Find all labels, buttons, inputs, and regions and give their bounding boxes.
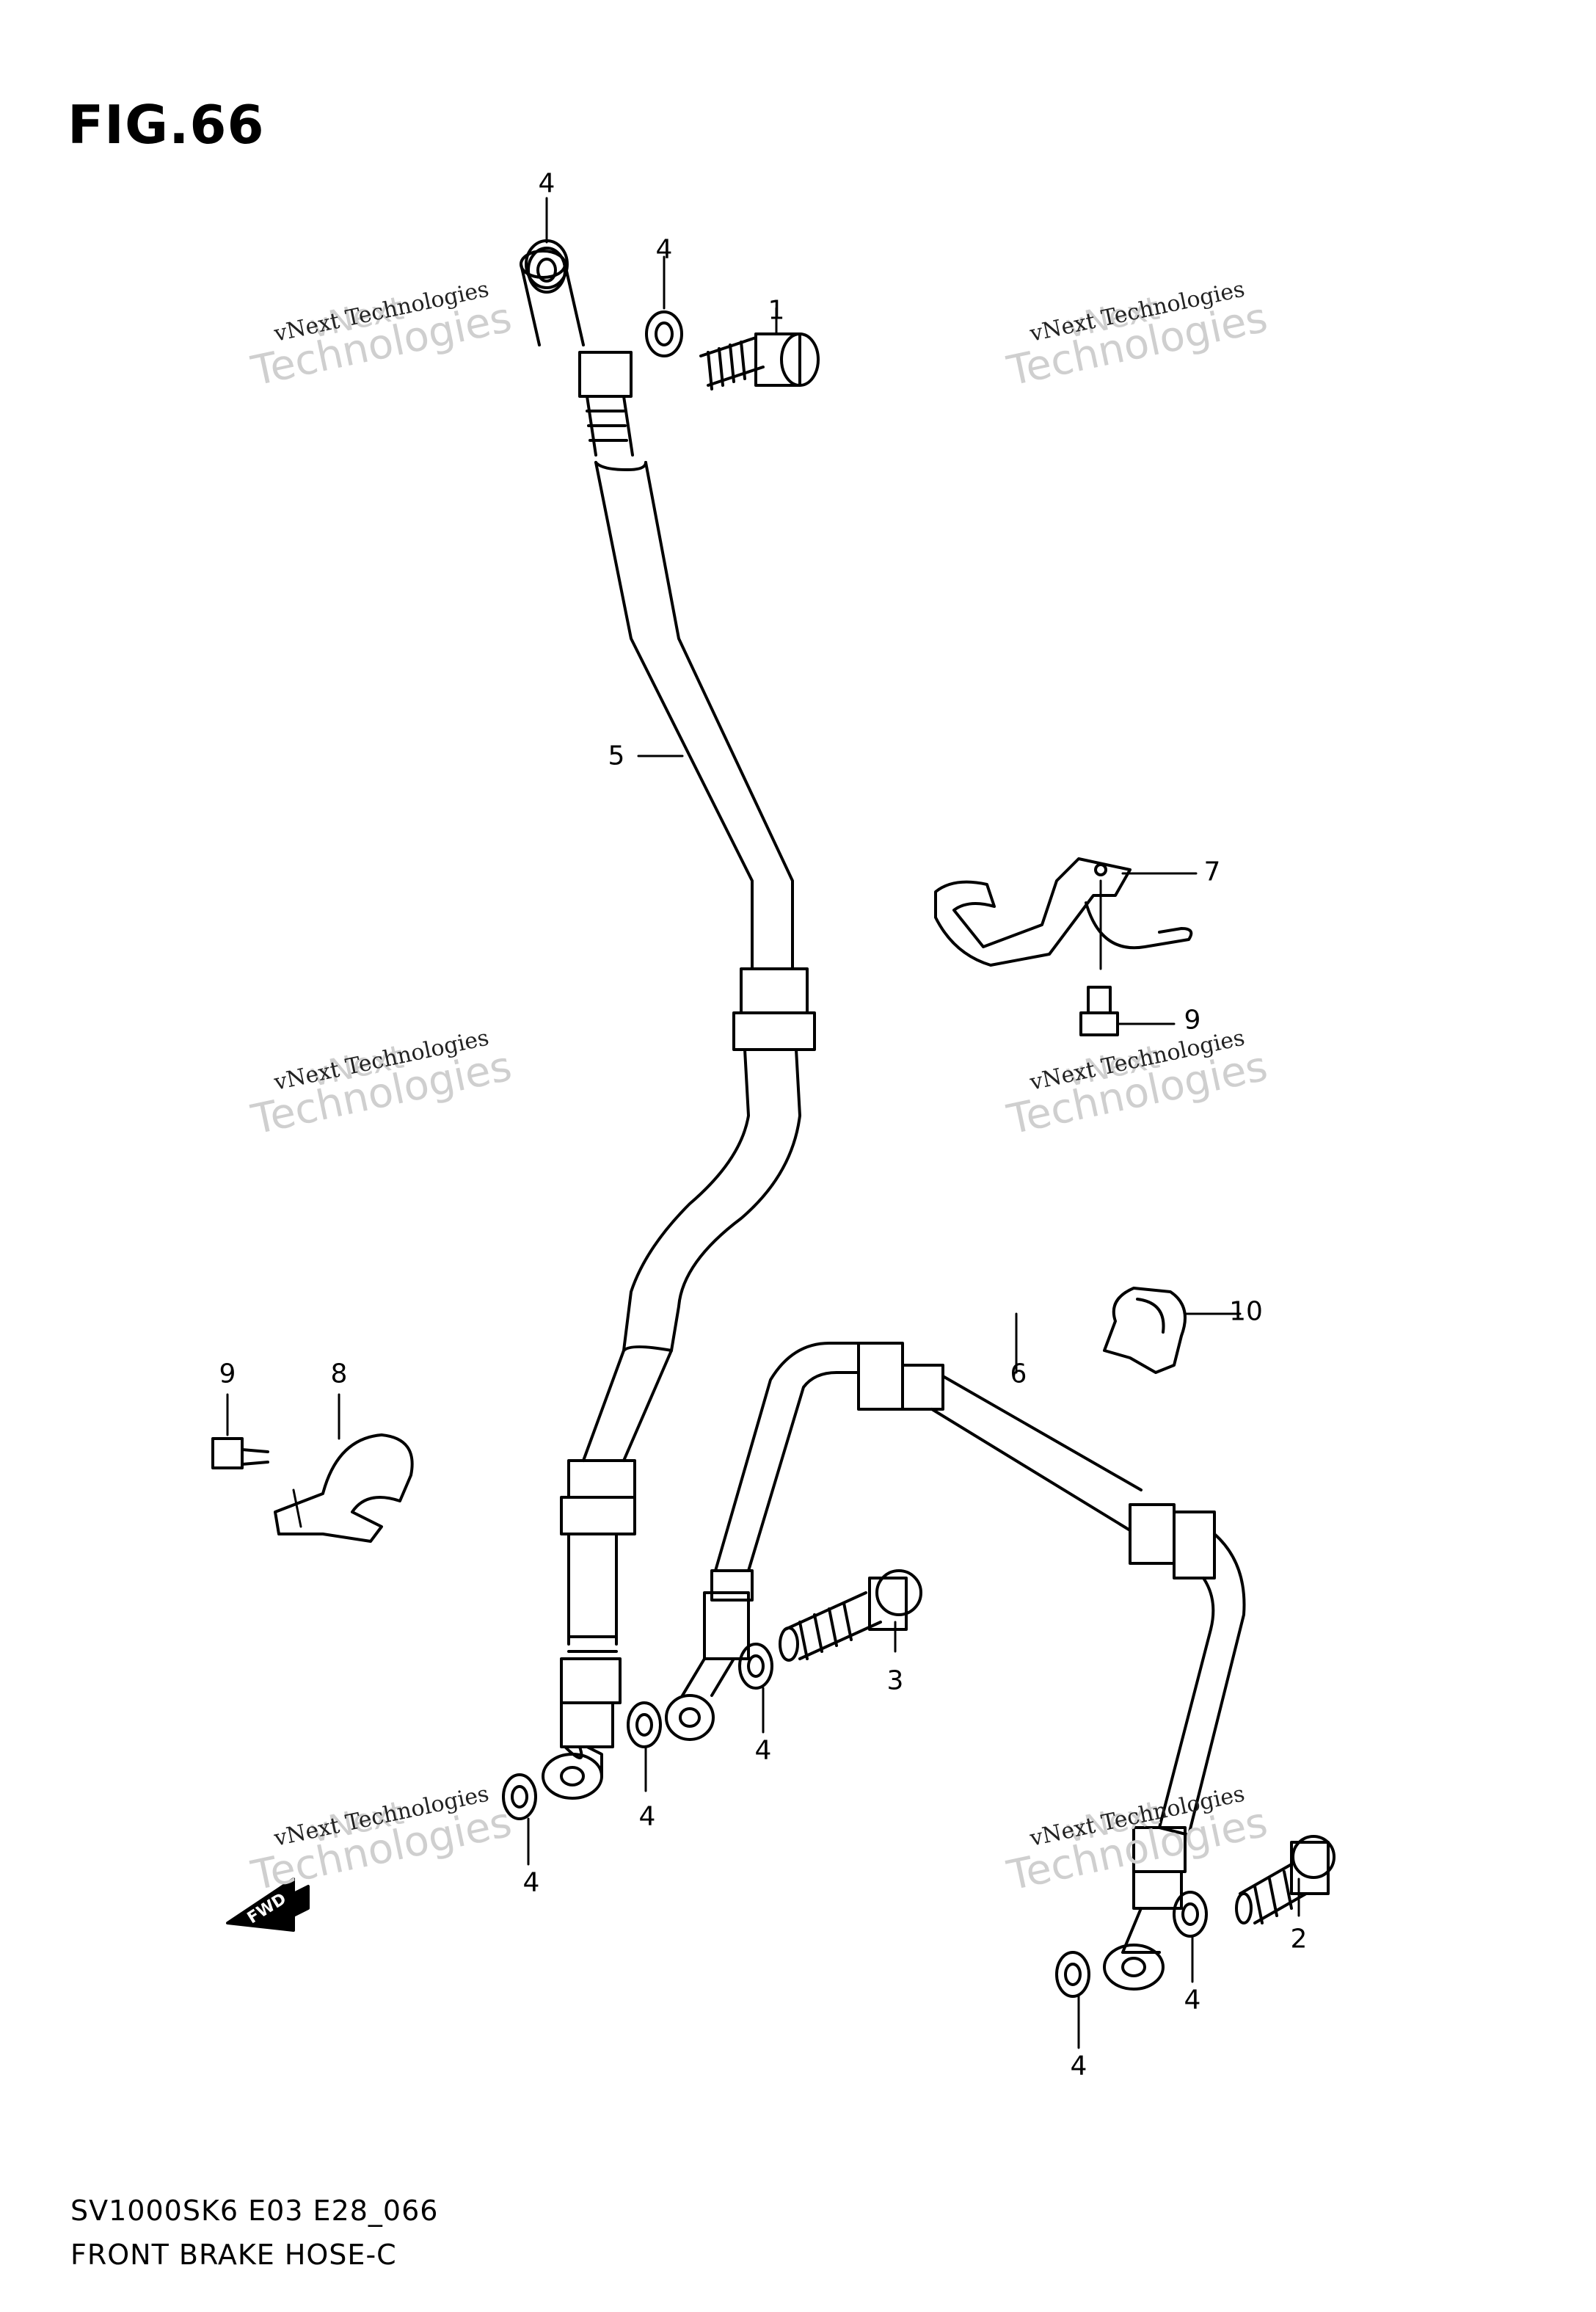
washer-7 (1055, 1951, 1090, 1998)
callout-4-top-left: 4 (538, 168, 555, 199)
bolt-9-left (211, 1393, 269, 1469)
washer-5 (738, 1643, 773, 1690)
clamp-7 (934, 857, 1198, 970)
callout-9-right: 9 (1184, 1005, 1201, 1036)
callout-3: 3 (886, 1665, 904, 1696)
callout-2: 2 (1290, 1924, 1308, 1955)
figure-title: FIG.66 (68, 94, 265, 156)
diagram-caption: FRONT BRAKE HOSE-C (70, 2239, 397, 2271)
callout-4-top: 4 (655, 234, 673, 265)
callout-10: 10 (1229, 1296, 1263, 1327)
callout-4-lower-right: 4 (1184, 1985, 1201, 2015)
washer-3 (502, 1773, 537, 1820)
clamp-8 (274, 1393, 414, 1543)
clip-10 (1103, 1287, 1242, 1374)
washer-4 (627, 1701, 662, 1748)
callout-8: 8 (330, 1359, 348, 1389)
washer-2 (645, 310, 683, 357)
banjo-bolt-2 (1235, 1835, 1336, 1924)
callout-9-left: 9 (219, 1359, 236, 1389)
washer-1 (527, 247, 566, 294)
callout-4-left: 4 (522, 1867, 540, 1898)
callout-5: 5 (608, 741, 625, 771)
banjo-bolt-1 (699, 332, 820, 390)
callout-4-mid: 4 (638, 1801, 656, 1832)
banjo-bolt-3 (779, 1569, 922, 1662)
fwd-arrow-icon (226, 1877, 310, 1932)
callout-7: 7 (1203, 857, 1221, 887)
callout-4-mid-right: 4 (754, 1735, 772, 1766)
diagram-code: SV1000SK6 E03 E28_066 (70, 2195, 439, 2227)
washer-6 (1173, 1891, 1208, 1938)
callout-4-bottom: 4 (1070, 2051, 1087, 2082)
bolt-9-upper (1079, 986, 1176, 1036)
brake-hose-6 (665, 1342, 1246, 1991)
leader-lines (527, 197, 1300, 2049)
brake-hose-5 (520, 250, 816, 1800)
callout-1: 1 (768, 295, 785, 326)
callout-6: 6 (1010, 1359, 1027, 1389)
